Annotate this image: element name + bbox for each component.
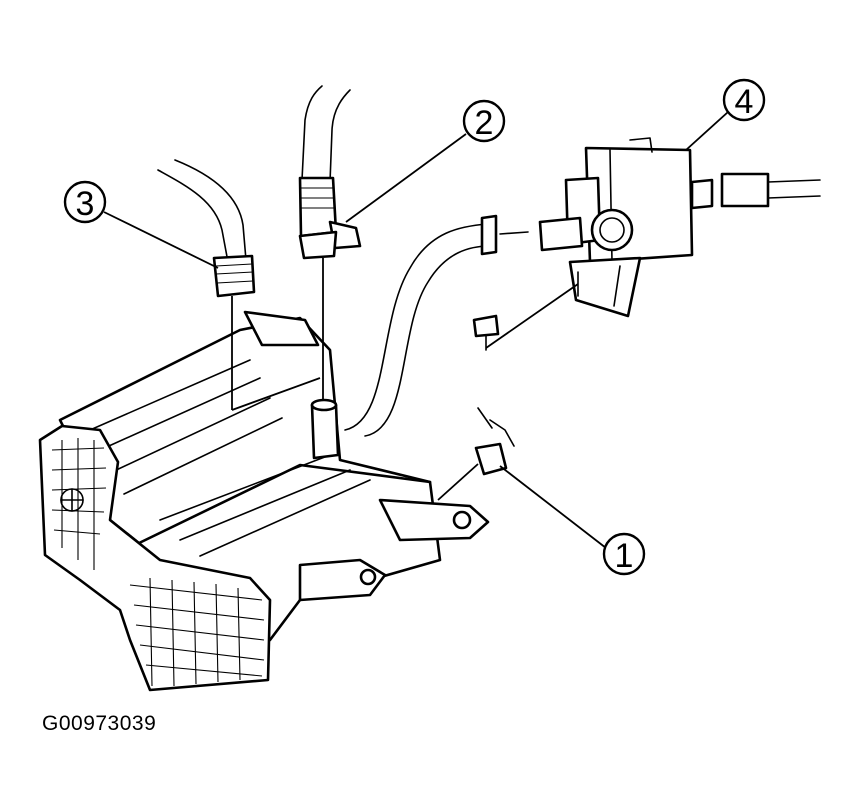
svg-text:4: 4 [735,83,754,121]
callout-4-leader [685,111,729,151]
callout-4: 4 [722,78,766,122]
callout-2: 2 [462,99,506,143]
hose-3 [157,159,256,298]
callout-2-leader [345,133,467,223]
bolt-icon [472,314,500,351]
vapor-hose [344,214,529,437]
callout-3-leader [103,211,219,269]
figure-code: G00973039 [42,712,157,735]
callout-1-leader [499,465,607,549]
canister-end-grille [38,424,272,692]
callout-1: 1 [602,532,646,576]
callout-3: 3 [63,180,107,224]
svg-text:2: 2 [475,104,494,142]
svg-text:3: 3 [76,185,95,223]
purge-valve-4 [538,137,821,318]
charcoal-canister [58,310,515,642]
assembly-guides [231,258,579,501]
hose-2 [298,85,362,260]
svg-text:1: 1 [615,537,634,575]
